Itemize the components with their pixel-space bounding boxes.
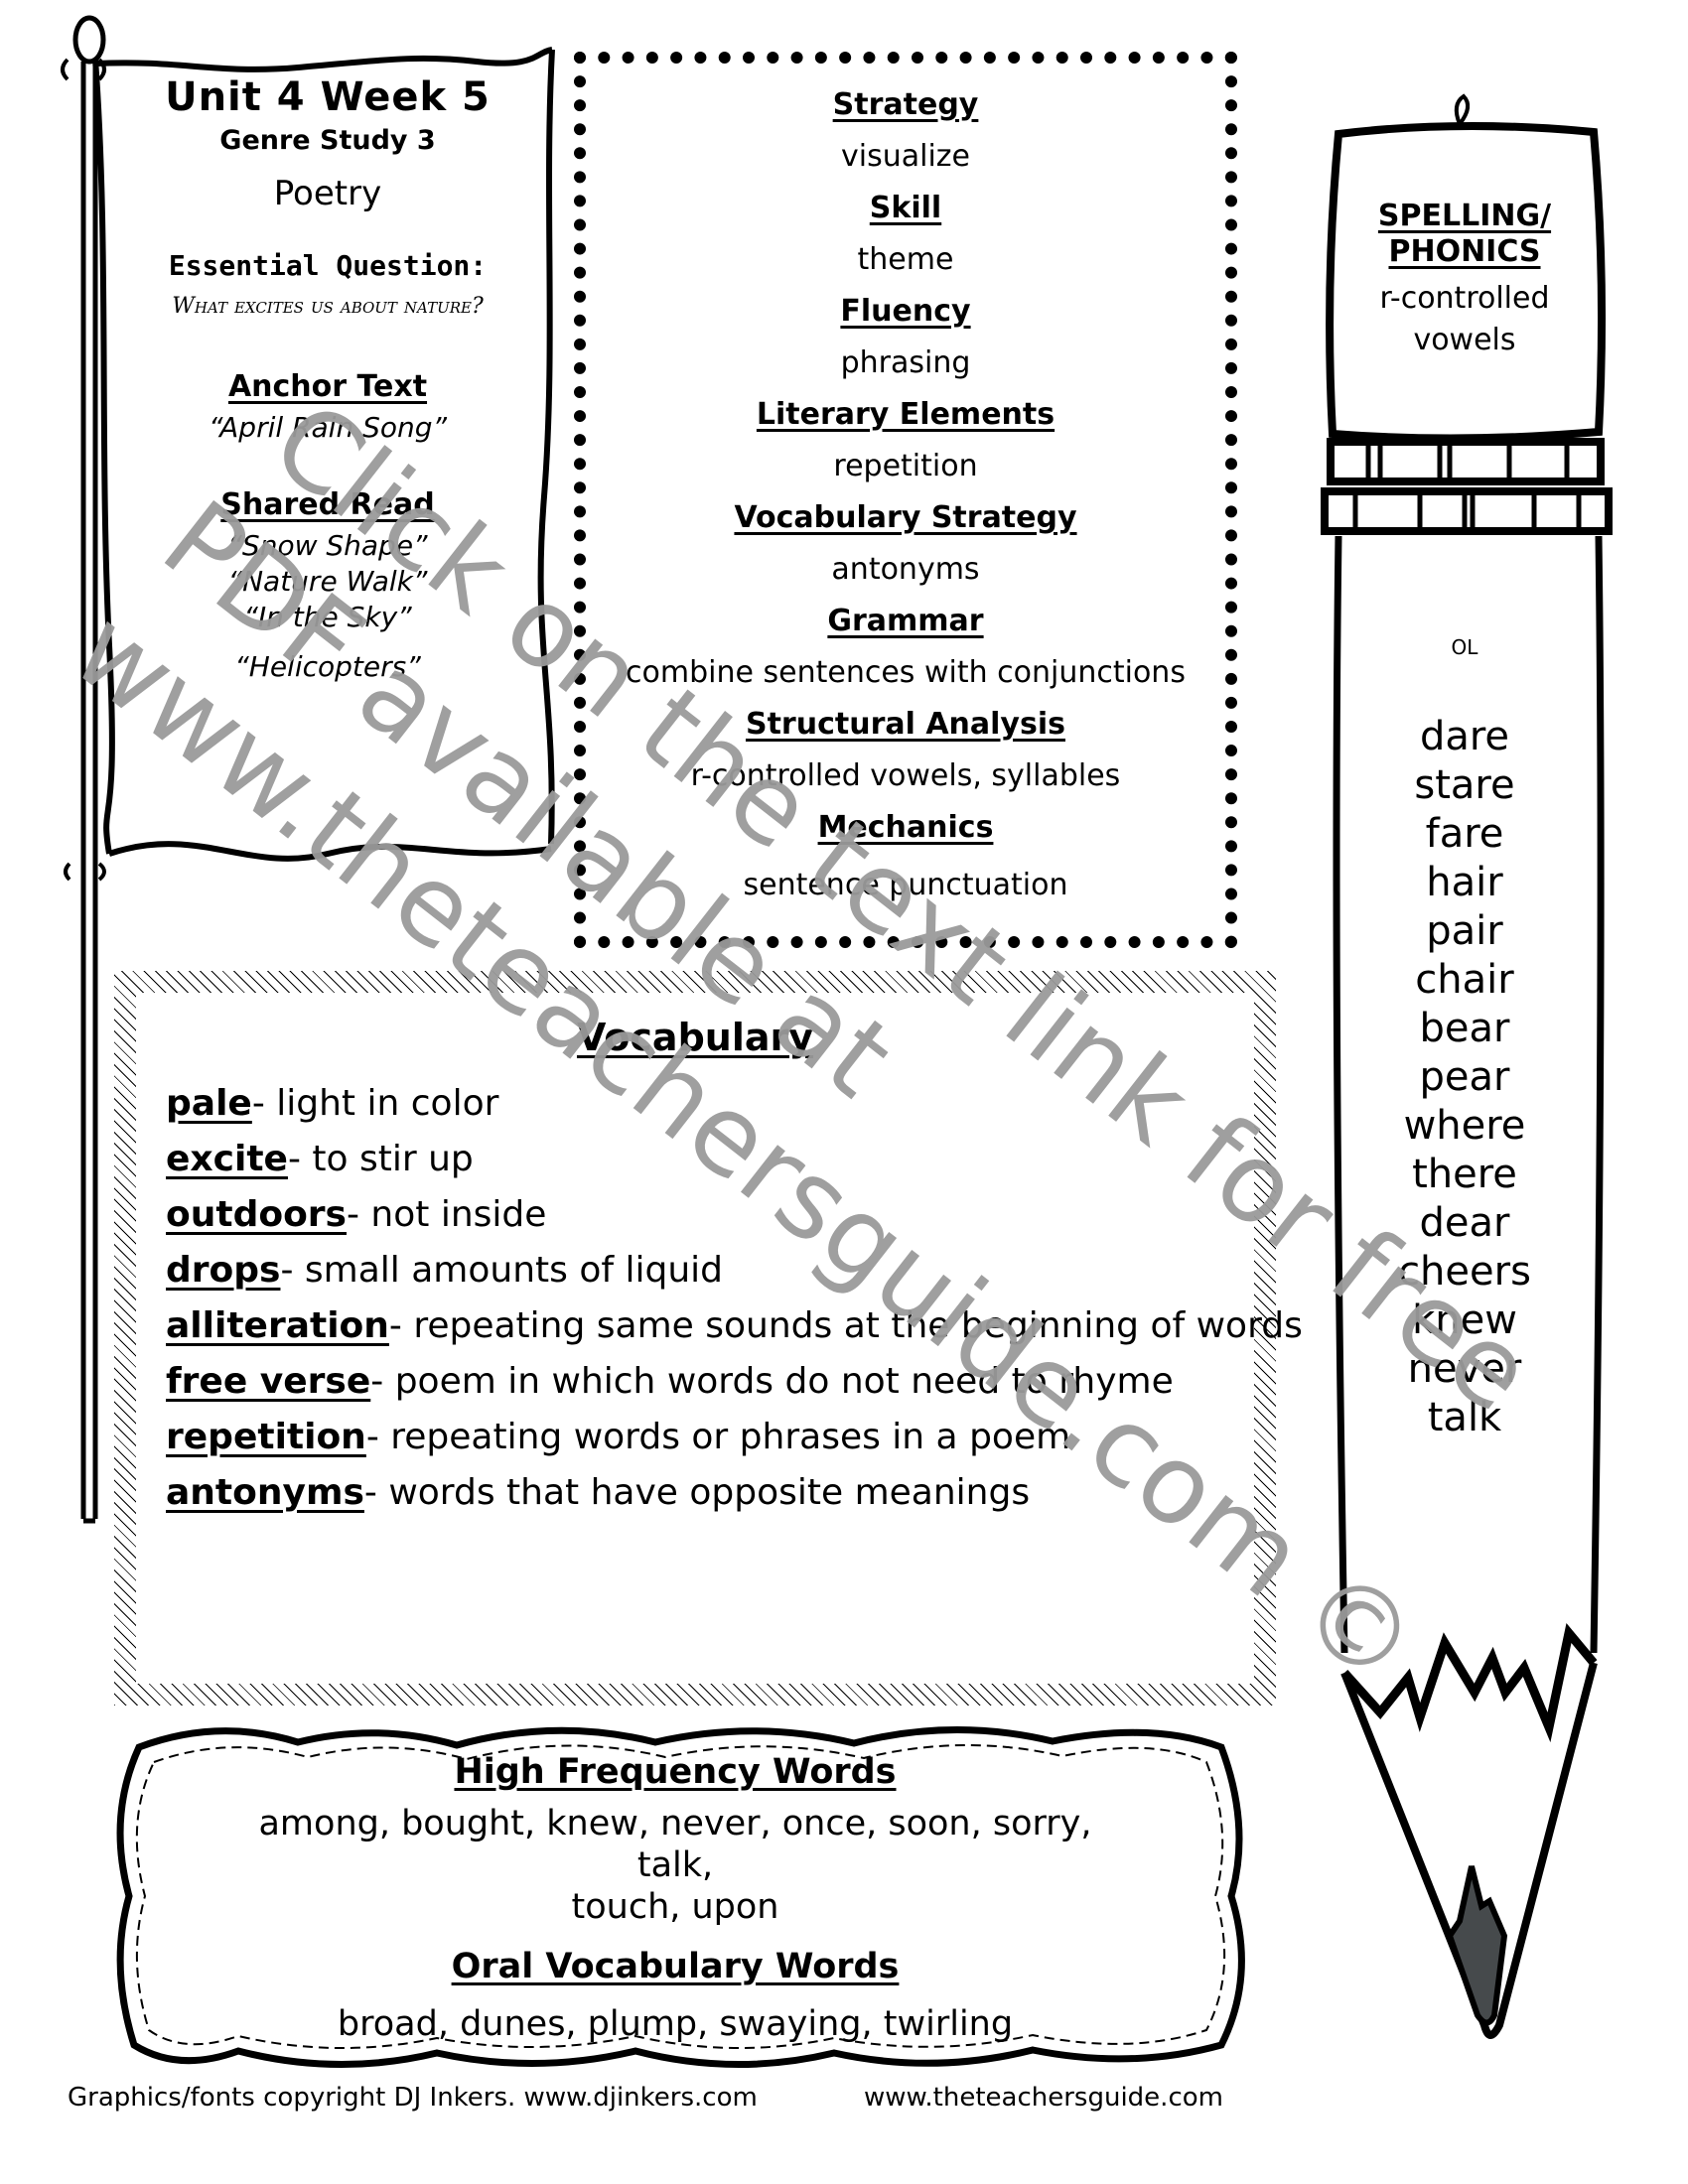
skill-value-structural-analysis: r-controlled vowels, syllables [690, 758, 1121, 793]
oral-vocabulary-words: broad, dunes, plump, swaying, twirling [337, 2004, 1014, 2044]
skills-list: Strategy visualize Skill theme Fluency p… [586, 64, 1225, 911]
spelling-heading-line2: PHONICS [1388, 234, 1541, 269]
shared-read-list: “Snow Shape” “Nature Walk” “In the Sky” … [119, 528, 536, 685]
high-frequency-words-line1: among, bought, knew, never, once, soon, … [258, 1804, 1092, 1885]
footer-site-link[interactable]: www.theteachersguide.com [864, 2083, 1223, 2113]
high-frequency-words-line2: touch, upon [571, 1887, 779, 1927]
footer-credit: Graphics/fonts copyright DJ Inkers. www.… [68, 2083, 758, 2113]
spelling-word: pear [1419, 1054, 1510, 1100]
vocabulary-item: excite- to stir up [166, 1132, 1254, 1187]
vocabulary-definition: - to stir up [287, 1139, 474, 1179]
vocabulary-term: excite [166, 1139, 288, 1179]
shared-read-item: “Helicopters” [234, 650, 421, 683]
spelling-word: fare [1425, 811, 1504, 857]
vocabulary-term: antonyms [166, 1472, 364, 1513]
word-lists-panel: High Frequency Words among, bought, knew… [228, 1747, 1122, 2045]
anchor-text-heading: Anchor Text [227, 369, 428, 404]
skill-heading-skill: Skill [869, 191, 942, 225]
vocabulary-definition: - repeating same sounds at the beginning… [388, 1305, 1303, 1346]
spelling-word: never [1407, 1346, 1522, 1392]
vocabulary-definition: - poem in which words do not need to rhy… [370, 1361, 1174, 1402]
spelling-word: there [1412, 1152, 1517, 1197]
skill-heading-vocabulary-strategy: Vocabulary Strategy [734, 500, 1077, 535]
vocabulary-panel-inner: Vocabulary pale- light in color excite- … [136, 993, 1303, 1684]
shared-read-item: “In the Sky” [243, 601, 412, 633]
skill-value-vocabulary-strategy: antonyms [831, 552, 980, 587]
pencil-graphic [1321, 93, 1613, 2039]
spelling-word: stare [1414, 762, 1515, 808]
skill-heading-fluency: Fluency [840, 294, 971, 329]
spelling-word: where [1403, 1103, 1526, 1149]
skill-value-fluency: phrasing [840, 345, 971, 380]
shared-read-item: “Nature Walk” [227, 565, 428, 598]
vocabulary-panel: Vocabulary pale- light in color excite- … [114, 971, 1303, 1706]
flag-panel: Unit 4 Week 5 Genre Study 3 Poetry Essen… [119, 71, 536, 685]
vocabulary-term: free verse [166, 1361, 371, 1402]
essential-question: What excites us about nature? [172, 294, 484, 319]
vocabulary-definition: - words that have opposite meanings [363, 1472, 1031, 1513]
vocabulary-definition: - light in color [251, 1083, 499, 1124]
spelling-focus-line1: r-controlled [1379, 281, 1550, 316]
skill-value-literary-elements: repetition [833, 449, 978, 483]
vocabulary-term: alliteration [166, 1305, 389, 1346]
spelling-word: chair [1415, 957, 1514, 1003]
vocabulary-title: Vocabulary [576, 1016, 814, 1059]
skill-value-mechanics: sentence punctuation [743, 868, 1068, 902]
skill-value-strategy: visualize [841, 139, 970, 174]
skill-heading-mechanics: Mechanics [817, 810, 994, 845]
skill-heading-structural-analysis: Structural Analysis [745, 707, 1065, 742]
spelling-focus-line2: vowels [1413, 323, 1516, 357]
unit-title: Unit 4 Week 5 [165, 74, 491, 120]
vocabulary-item: outdoors- not inside [166, 1187, 1254, 1243]
vocabulary-item: repetition- repeating words or phrases i… [166, 1410, 1254, 1465]
spelling-word: dare [1419, 714, 1510, 759]
spelling-word: cheers [1398, 1249, 1531, 1295]
vocabulary-definition: - small amounts of liquid [280, 1250, 723, 1291]
spelling-heading-line1: SPELLING/ [1377, 199, 1552, 233]
skill-heading-grammar: Grammar [827, 604, 984, 638]
spelling-word: talk [1427, 1395, 1502, 1440]
spelling-level-label: OL [1451, 635, 1478, 659]
skill-value-skill: theme [857, 242, 954, 277]
cloud-frame-graphic [116, 1725, 1245, 2069]
essential-question-label: Essential Question: [168, 249, 488, 282]
skills-panel: Strategy visualize Skill theme Fluency p… [574, 52, 1237, 948]
vocabulary-term: repetition [166, 1417, 366, 1457]
shared-read-item: “Snow Shape” [227, 529, 428, 562]
vocabulary-item: drops- small amounts of liquid [166, 1243, 1254, 1298]
vocabulary-list: pale- light in color excite- to stir up … [166, 1076, 1303, 1521]
spelling-word: dear [1419, 1200, 1510, 1246]
spelling-heading: SPELLING/ PHONICS [1340, 199, 1589, 270]
high-frequency-heading: High Frequency Words [454, 1752, 897, 1792]
flag-banner-graphic [61, 15, 555, 1524]
vocabulary-term: pale [166, 1083, 252, 1124]
shared-read-heading: Shared Read [220, 487, 435, 522]
spelling-phonics-panel: SPELLING/ PHONICS r-controlled vowels [1340, 199, 1589, 361]
skill-heading-strategy: Strategy [832, 87, 979, 122]
oral-vocabulary-heading: Oral Vocabulary Words [451, 1947, 900, 1986]
spelling-word: pair [1426, 908, 1503, 954]
skill-heading-literary-elements: Literary Elements [756, 397, 1055, 432]
spelling-word: knew [1412, 1297, 1517, 1343]
genre-name: Poetry [273, 174, 382, 213]
vocabulary-item: alliteration- repeating same sounds at t… [166, 1298, 1303, 1354]
spelling-word-list: dare stare fare hair pair chair bear pea… [1340, 713, 1589, 1442]
vocabulary-item: free verse- poem in which words do not n… [166, 1354, 1254, 1410]
spelling-focus: r-controlled vowels [1340, 278, 1589, 361]
vocabulary-term: outdoors [166, 1194, 347, 1235]
spelling-word: bear [1419, 1006, 1510, 1051]
anchor-text-title: “April Rain Song” [208, 411, 448, 444]
vocabulary-item: pale- light in color [166, 1076, 1254, 1132]
skill-value-grammar: combine sentences with conjunctions [626, 655, 1186, 690]
spelling-word: hair [1426, 860, 1503, 905]
vocabulary-definition: - not inside [347, 1194, 547, 1235]
genre-study: Genre Study 3 [219, 125, 436, 156]
vocabulary-term: drops [166, 1250, 281, 1291]
vocabulary-definition: - repeating words or phrases in a poem [365, 1417, 1071, 1457]
vocabulary-item: antonyms- words that have opposite meani… [166, 1465, 1254, 1521]
